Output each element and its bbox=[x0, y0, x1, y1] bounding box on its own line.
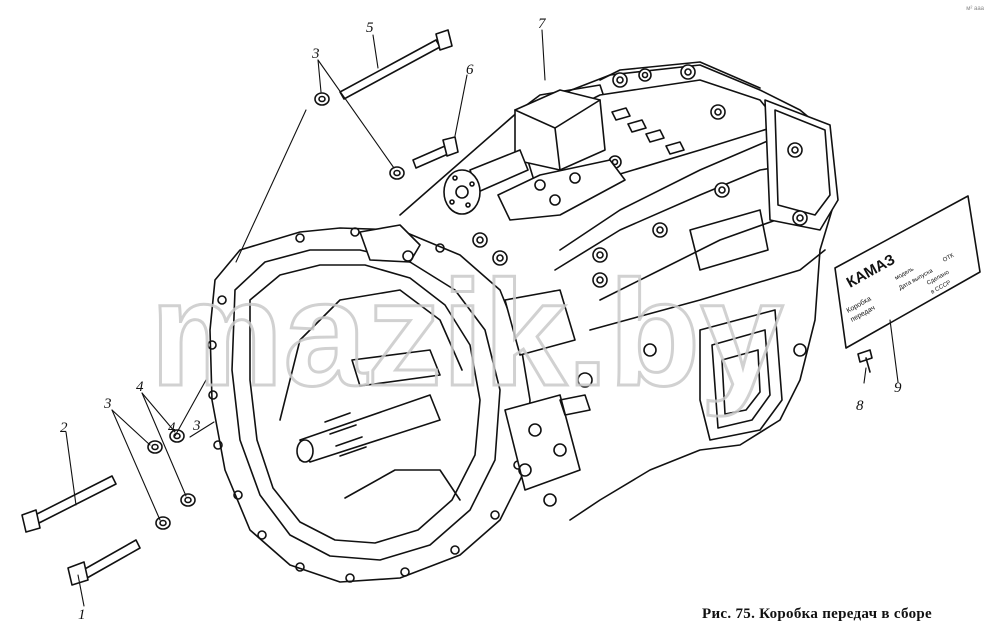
washers bbox=[147, 92, 405, 530]
corner-mark: м² ааа bbox=[966, 6, 984, 12]
watermark: mazik.by bbox=[150, 249, 784, 417]
callout-6: 6 bbox=[466, 62, 474, 78]
bolt-2 bbox=[21, 475, 117, 533]
nameplate bbox=[834, 195, 981, 349]
callout-3-upper: 3 bbox=[311, 46, 320, 62]
callout-7: 7 bbox=[538, 16, 547, 32]
callout-1: 1 bbox=[78, 607, 86, 623]
assembly-lines bbox=[174, 109, 307, 438]
callout-3-bell: 3 bbox=[192, 418, 201, 434]
callout-4-right: 4 bbox=[168, 420, 176, 436]
figure-caption: Рис. 75. Коробка передач в сборе bbox=[702, 606, 932, 622]
callout-8: 8 bbox=[856, 398, 864, 414]
screw-8 bbox=[857, 349, 873, 373]
bolt-6 bbox=[412, 136, 459, 169]
callout-5: 5 bbox=[366, 20, 374, 36]
housing-bosses bbox=[472, 232, 593, 507]
bolt-1 bbox=[67, 539, 141, 586]
bolt-5 bbox=[339, 29, 453, 100]
clutch-housing bbox=[207, 224, 531, 583]
callout-3-lower: 3 bbox=[103, 396, 112, 412]
callout-labels: 1 2 3 3 3 4 4 5 6 7 8 9 bbox=[60, 16, 902, 623]
callout-9: 9 bbox=[894, 380, 902, 396]
callout-4-left: 4 bbox=[136, 379, 144, 395]
nameplate-line5: ОТК bbox=[942, 253, 956, 264]
leader-lines bbox=[65, 29, 899, 607]
callout-2: 2 bbox=[60, 420, 68, 436]
shift-cover bbox=[443, 89, 626, 221]
